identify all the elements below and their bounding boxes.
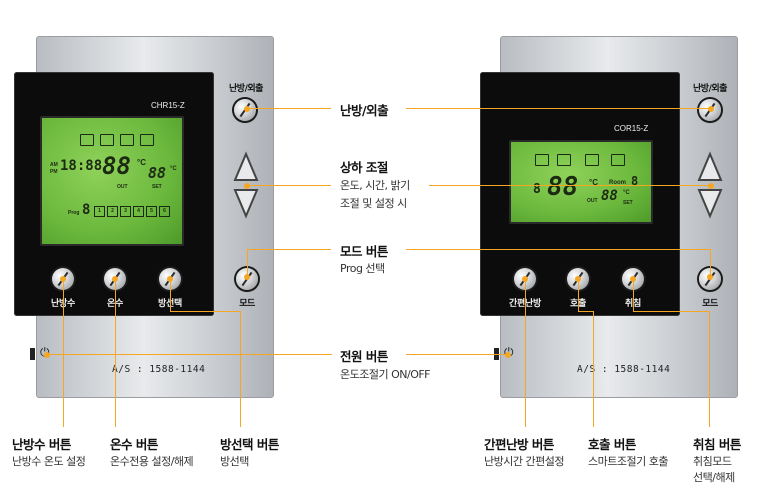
lcd-prog-cell: 6 xyxy=(159,206,170,217)
lcd-prog-cells: 1 2 3 4 5 6 xyxy=(94,206,170,217)
callout-power-desc: 온도조절기 ON/OFF xyxy=(340,366,430,383)
lcd-prog-cell: 4 xyxy=(133,206,144,217)
callout-dot xyxy=(244,274,250,280)
callout-heating-water-title: 난방수 버튼 xyxy=(12,434,71,453)
callout-hot-water-desc: 온수전용 설정/해제 xyxy=(110,453,193,470)
callout-line xyxy=(170,311,241,312)
right-as-text: A/S : 1588-1144 xyxy=(577,364,670,375)
left-lcd-screen: AM PM 18:88 88 °C 88 °C OUT SET Prog 8 1… xyxy=(40,116,184,246)
lcd-temp-small: 88 xyxy=(148,164,166,182)
lcd-pm: PM xyxy=(50,169,58,175)
callout-room-select-desc: 방선택 xyxy=(220,453,249,470)
bath-icon xyxy=(585,154,599,166)
callout-sleep-title: 취침 버튼 xyxy=(693,434,741,453)
left-model-label: CHR15-Z xyxy=(151,101,185,110)
callout-line xyxy=(429,185,711,186)
lcd-out: OUT xyxy=(117,184,128,190)
lcd-prog-cell: 3 xyxy=(120,206,131,217)
callout-line xyxy=(578,279,579,311)
callout-quick-heating-desc: 난방시간 간편설정 xyxy=(484,453,564,470)
moon-icon xyxy=(557,154,571,166)
callout-line xyxy=(709,311,710,427)
callout-sleep-desc: 취침모드 xyxy=(693,453,731,470)
left-mode-label: 모드 xyxy=(217,296,277,309)
up-arrow-icon xyxy=(699,154,721,180)
flame-icon xyxy=(140,134,154,146)
callout-quick-heating-title: 간편난방 버튼 xyxy=(484,434,554,453)
lcd-temp-big: 88 xyxy=(547,172,578,202)
callout-sleep-desc: 선택/해제 xyxy=(693,469,735,486)
lcd-prog-cell: 2 xyxy=(107,206,118,217)
right-mode-label: 모드 xyxy=(680,296,740,309)
callout-call-title: 호출 버튼 xyxy=(588,434,636,453)
lcd-temp-small: 88 xyxy=(601,188,618,204)
callout-updown-desc: 온도, 시간, 밝기 xyxy=(340,177,410,194)
callout-call-desc: 스마트조절기 호출 xyxy=(588,453,668,470)
callout-line xyxy=(525,279,526,427)
lcd-temp-big: 88 xyxy=(102,152,131,180)
callout-line xyxy=(247,249,248,275)
callout-line xyxy=(633,311,710,312)
bath-icon xyxy=(120,134,134,146)
lcd-temp-small-unit: °C xyxy=(170,166,177,172)
callout-dot xyxy=(44,352,50,358)
callout-dot xyxy=(244,183,250,189)
callout-line xyxy=(633,279,634,311)
callout-room-select-title: 방선택 버튼 xyxy=(220,434,279,453)
left-top-button-label: 난방/외출 xyxy=(216,81,276,94)
down-arrow-icon xyxy=(699,190,721,216)
right-lcd-screen: 8 88 °C Room 8 OUT 88 °C SET xyxy=(509,140,653,224)
up-arrow-icon xyxy=(235,154,257,180)
lock-icon xyxy=(80,134,94,146)
down-arrow-icon xyxy=(235,190,257,216)
lcd-set: SET xyxy=(623,200,633,206)
callout-line xyxy=(63,279,64,427)
left-as-text: A/S : 1588-1144 xyxy=(112,364,205,375)
callout-line xyxy=(47,354,332,355)
callout-line xyxy=(240,311,241,427)
callout-hot-water-title: 온수 버튼 xyxy=(110,434,158,453)
lcd-prog-cell: 1 xyxy=(94,206,105,217)
lcd-prog-digit: 8 xyxy=(82,202,90,218)
callout-power-title: 전원 버튼 xyxy=(340,346,388,365)
callout-updown-desc: 조절 및 설정 시 xyxy=(340,195,407,212)
callout-heating-away-title: 난방/외출 xyxy=(340,100,388,119)
run-icon xyxy=(100,134,114,146)
callout-mode-title: 모드 버튼 xyxy=(340,241,388,260)
callout-dot xyxy=(244,106,250,112)
lcd-time: 18:88 xyxy=(60,158,102,174)
callout-line xyxy=(710,249,711,275)
callout-line xyxy=(406,354,506,355)
callout-line xyxy=(170,279,171,311)
lcd-prog: Prog xyxy=(68,210,79,216)
lcd-temp-unit: °C xyxy=(137,158,146,167)
callout-line xyxy=(578,311,594,312)
right-top-button-label: 난방/외출 xyxy=(680,81,740,94)
callout-dot xyxy=(505,352,511,358)
callout-line xyxy=(247,185,331,186)
lcd-set: SET xyxy=(152,184,162,190)
lcd-am: AM xyxy=(50,162,58,168)
callout-dot xyxy=(708,106,714,112)
callout-updown-title: 상하 조절 xyxy=(340,157,388,176)
callout-dot xyxy=(707,274,713,280)
callout-heating-water-desc: 난방수 온도 설정 xyxy=(12,453,85,470)
callout-line xyxy=(115,279,116,427)
callout-line xyxy=(247,249,331,250)
right-model-label: COR15-Z xyxy=(614,124,648,133)
lcd-prog-cell: 5 xyxy=(146,206,157,217)
callout-line xyxy=(406,108,711,109)
lcd-out: OUT xyxy=(587,198,598,204)
lcd-temp-small-unit: °C xyxy=(623,190,630,196)
callout-line xyxy=(406,249,711,250)
flame-icon xyxy=(611,154,625,166)
lock-icon xyxy=(535,154,549,166)
callout-line xyxy=(593,311,594,427)
callout-dot xyxy=(708,183,714,189)
callout-line xyxy=(247,108,331,109)
left-power-switch[interactable] xyxy=(30,348,35,360)
callout-mode-desc: Prog 선택 xyxy=(340,260,385,277)
